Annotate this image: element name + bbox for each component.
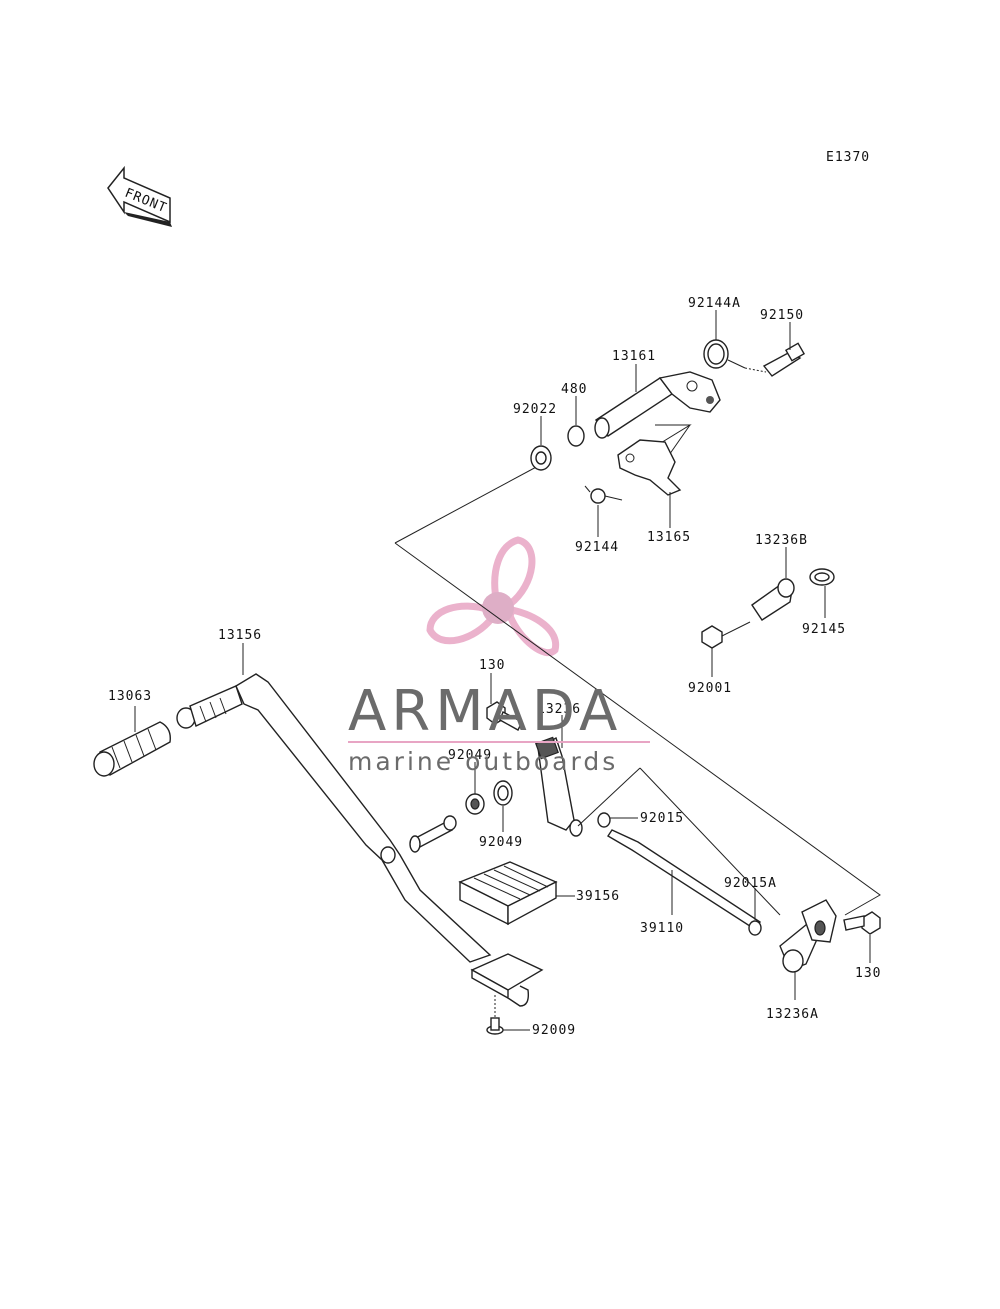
- part-label-39156: 39156: [576, 889, 620, 904]
- bolt-92009: [486, 1017, 504, 1035]
- part-label-13063: 13063: [108, 689, 152, 704]
- pedal-plate: [470, 953, 544, 1007]
- shift-arm-a: [779, 899, 837, 973]
- watermark-brand: ARMADA: [348, 679, 622, 744]
- part-label-130-right: 130: [855, 966, 881, 981]
- bolt-130-top: [486, 701, 523, 731]
- front-arrow-icon: FRONT: [107, 165, 172, 227]
- shift-rod: [577, 767, 781, 932]
- part-label-92144: 92144: [575, 540, 619, 555]
- pin-bolt-icon: [762, 342, 806, 377]
- shift-shaft: [594, 371, 721, 439]
- bolt-130-right: [843, 911, 881, 935]
- part-label-13236A: 13236A: [766, 1007, 819, 1022]
- part-label-92049-b: 92049: [479, 835, 523, 850]
- part-label-39110: 39110: [640, 921, 684, 936]
- torsion-spring-icon: [703, 339, 746, 369]
- watermark-tagline: marine outboards: [348, 747, 618, 776]
- shift-arm-b: [751, 578, 795, 621]
- part-label-13161: 13161: [612, 349, 656, 364]
- part-label-13236B: 13236B: [755, 533, 808, 548]
- part-label-13165: 13165: [647, 530, 691, 545]
- part-label-92049-a: 92049: [448, 748, 492, 763]
- shift-pedal: [176, 673, 492, 963]
- part-label-92015: 92015: [640, 811, 684, 826]
- part-label-13156: 13156: [218, 628, 262, 643]
- return-spring-icon: [584, 485, 623, 504]
- brake-pedal-pad: [458, 861, 558, 926]
- part-label-13236: 13236: [537, 702, 581, 717]
- part-label-92145: 92145: [802, 622, 846, 637]
- part-label-130-top: 130: [479, 658, 505, 673]
- part-label-92022: 92022: [513, 402, 557, 417]
- bolt-icon: [701, 621, 751, 649]
- diagram-code: E1370: [826, 150, 870, 165]
- propeller-icon: [426, 536, 560, 657]
- part-label-92009: 92009: [532, 1023, 576, 1038]
- part-label-92150: 92150: [760, 308, 804, 323]
- watermark-logo: [426, 536, 560, 657]
- part-label-92015A: 92015A: [724, 876, 777, 891]
- part-label-92001: 92001: [688, 681, 732, 696]
- foot-peg-rubber: [93, 721, 171, 777]
- part-label-92144A: 92144A: [688, 296, 741, 311]
- shift-plate: [617, 439, 682, 496]
- part-label-480: 480: [561, 382, 587, 397]
